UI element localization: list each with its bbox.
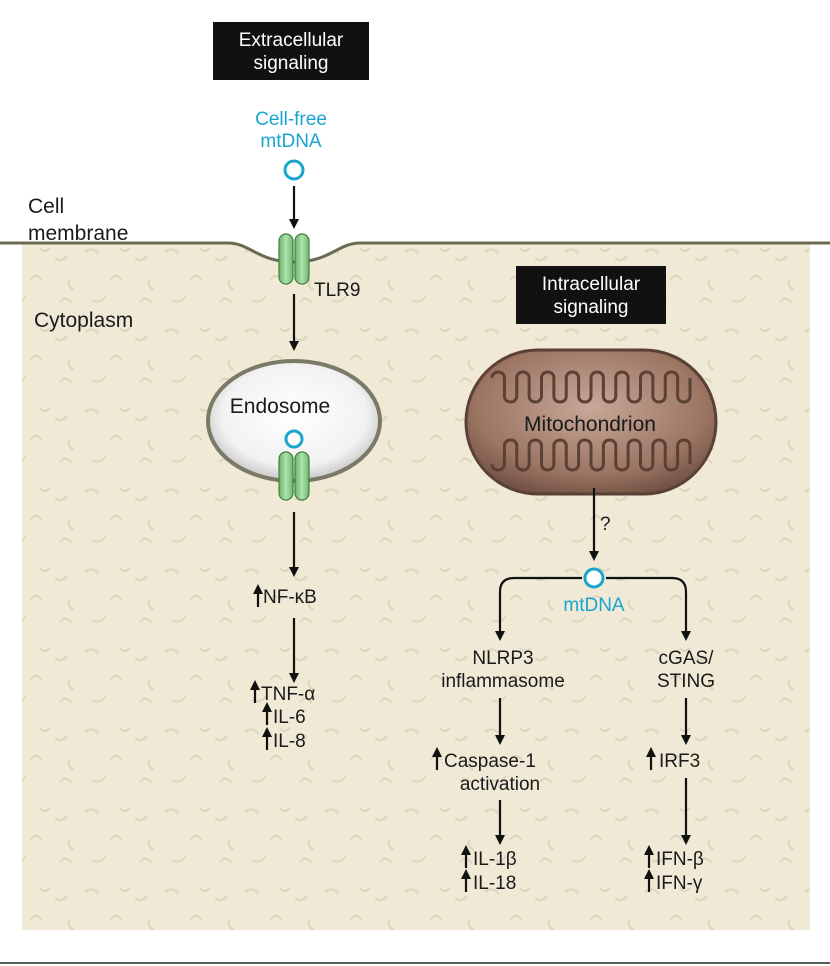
ifnb-label: IFN-β xyxy=(656,849,704,870)
tnf-label: TNF-α xyxy=(261,684,315,705)
tlr9-receptor-left xyxy=(278,233,294,285)
il1b-label: IL-1β xyxy=(473,849,517,870)
tlr9-label: TLR9 xyxy=(314,280,360,301)
ifng-label: IFN-γ xyxy=(656,873,703,894)
cell-membrane-line xyxy=(0,241,830,264)
intracellular-label-box xyxy=(516,266,666,324)
question-mark: ? xyxy=(600,514,611,535)
cell-membrane-label-line1: Cell xyxy=(28,195,64,218)
arrow-mtdna-to-nlrp3 xyxy=(495,576,582,641)
cytoplasm-texture xyxy=(0,243,810,930)
intracellular-label-line2: signaling xyxy=(554,297,629,318)
cellfree-mtdna-label-line1: Cell-free xyxy=(255,109,327,130)
endosome xyxy=(206,359,382,483)
cellfree-mtdna-label-line2: mtDNA xyxy=(260,131,322,152)
nfkb-label: NF-κB xyxy=(263,587,317,608)
endosome-label: Endosome xyxy=(230,395,330,418)
intracellular-label-line1: Intracellular xyxy=(542,274,641,295)
il6-label: IL-6 xyxy=(273,707,306,728)
mtdna-label: mtDNA xyxy=(563,595,625,616)
il18-label: IL-18 xyxy=(473,873,516,894)
arrow-mtdna-to-cgas xyxy=(606,576,691,641)
cell-membrane-label-line2: membrane xyxy=(28,222,128,245)
irf3-label: IRF3 xyxy=(659,751,700,772)
caspase-label-line1: Caspase-1 xyxy=(444,751,536,772)
cytoplasm-label: Cytoplasm xyxy=(34,309,133,332)
endosome-tlr9-right xyxy=(294,451,310,501)
endosome-tlr9-left xyxy=(278,451,294,501)
nlrp3-label-line1: NLRP3 xyxy=(472,648,533,669)
mtdna-circle xyxy=(583,567,605,589)
extracellular-label-line2: signaling xyxy=(254,53,329,74)
cgas-label-line1: cGAS/ xyxy=(659,648,715,669)
extracellular-label-line1: Extracellular xyxy=(239,30,344,51)
cellfree-mtdna-circle xyxy=(283,159,305,181)
caspase-label-line2: activation xyxy=(460,774,540,795)
mitochondrion-label: Mitochondrion xyxy=(524,413,656,436)
mitochondrion-cristae xyxy=(490,370,692,472)
tlr9-receptor-right xyxy=(294,233,310,285)
il8-label: IL-8 xyxy=(273,731,306,752)
cgas-label-line2: STING xyxy=(657,671,715,692)
extracellular-label-box xyxy=(213,22,369,80)
endosome-mtdna-circle xyxy=(284,429,304,449)
nlrp3-label-line2: inflammasome xyxy=(441,671,565,692)
